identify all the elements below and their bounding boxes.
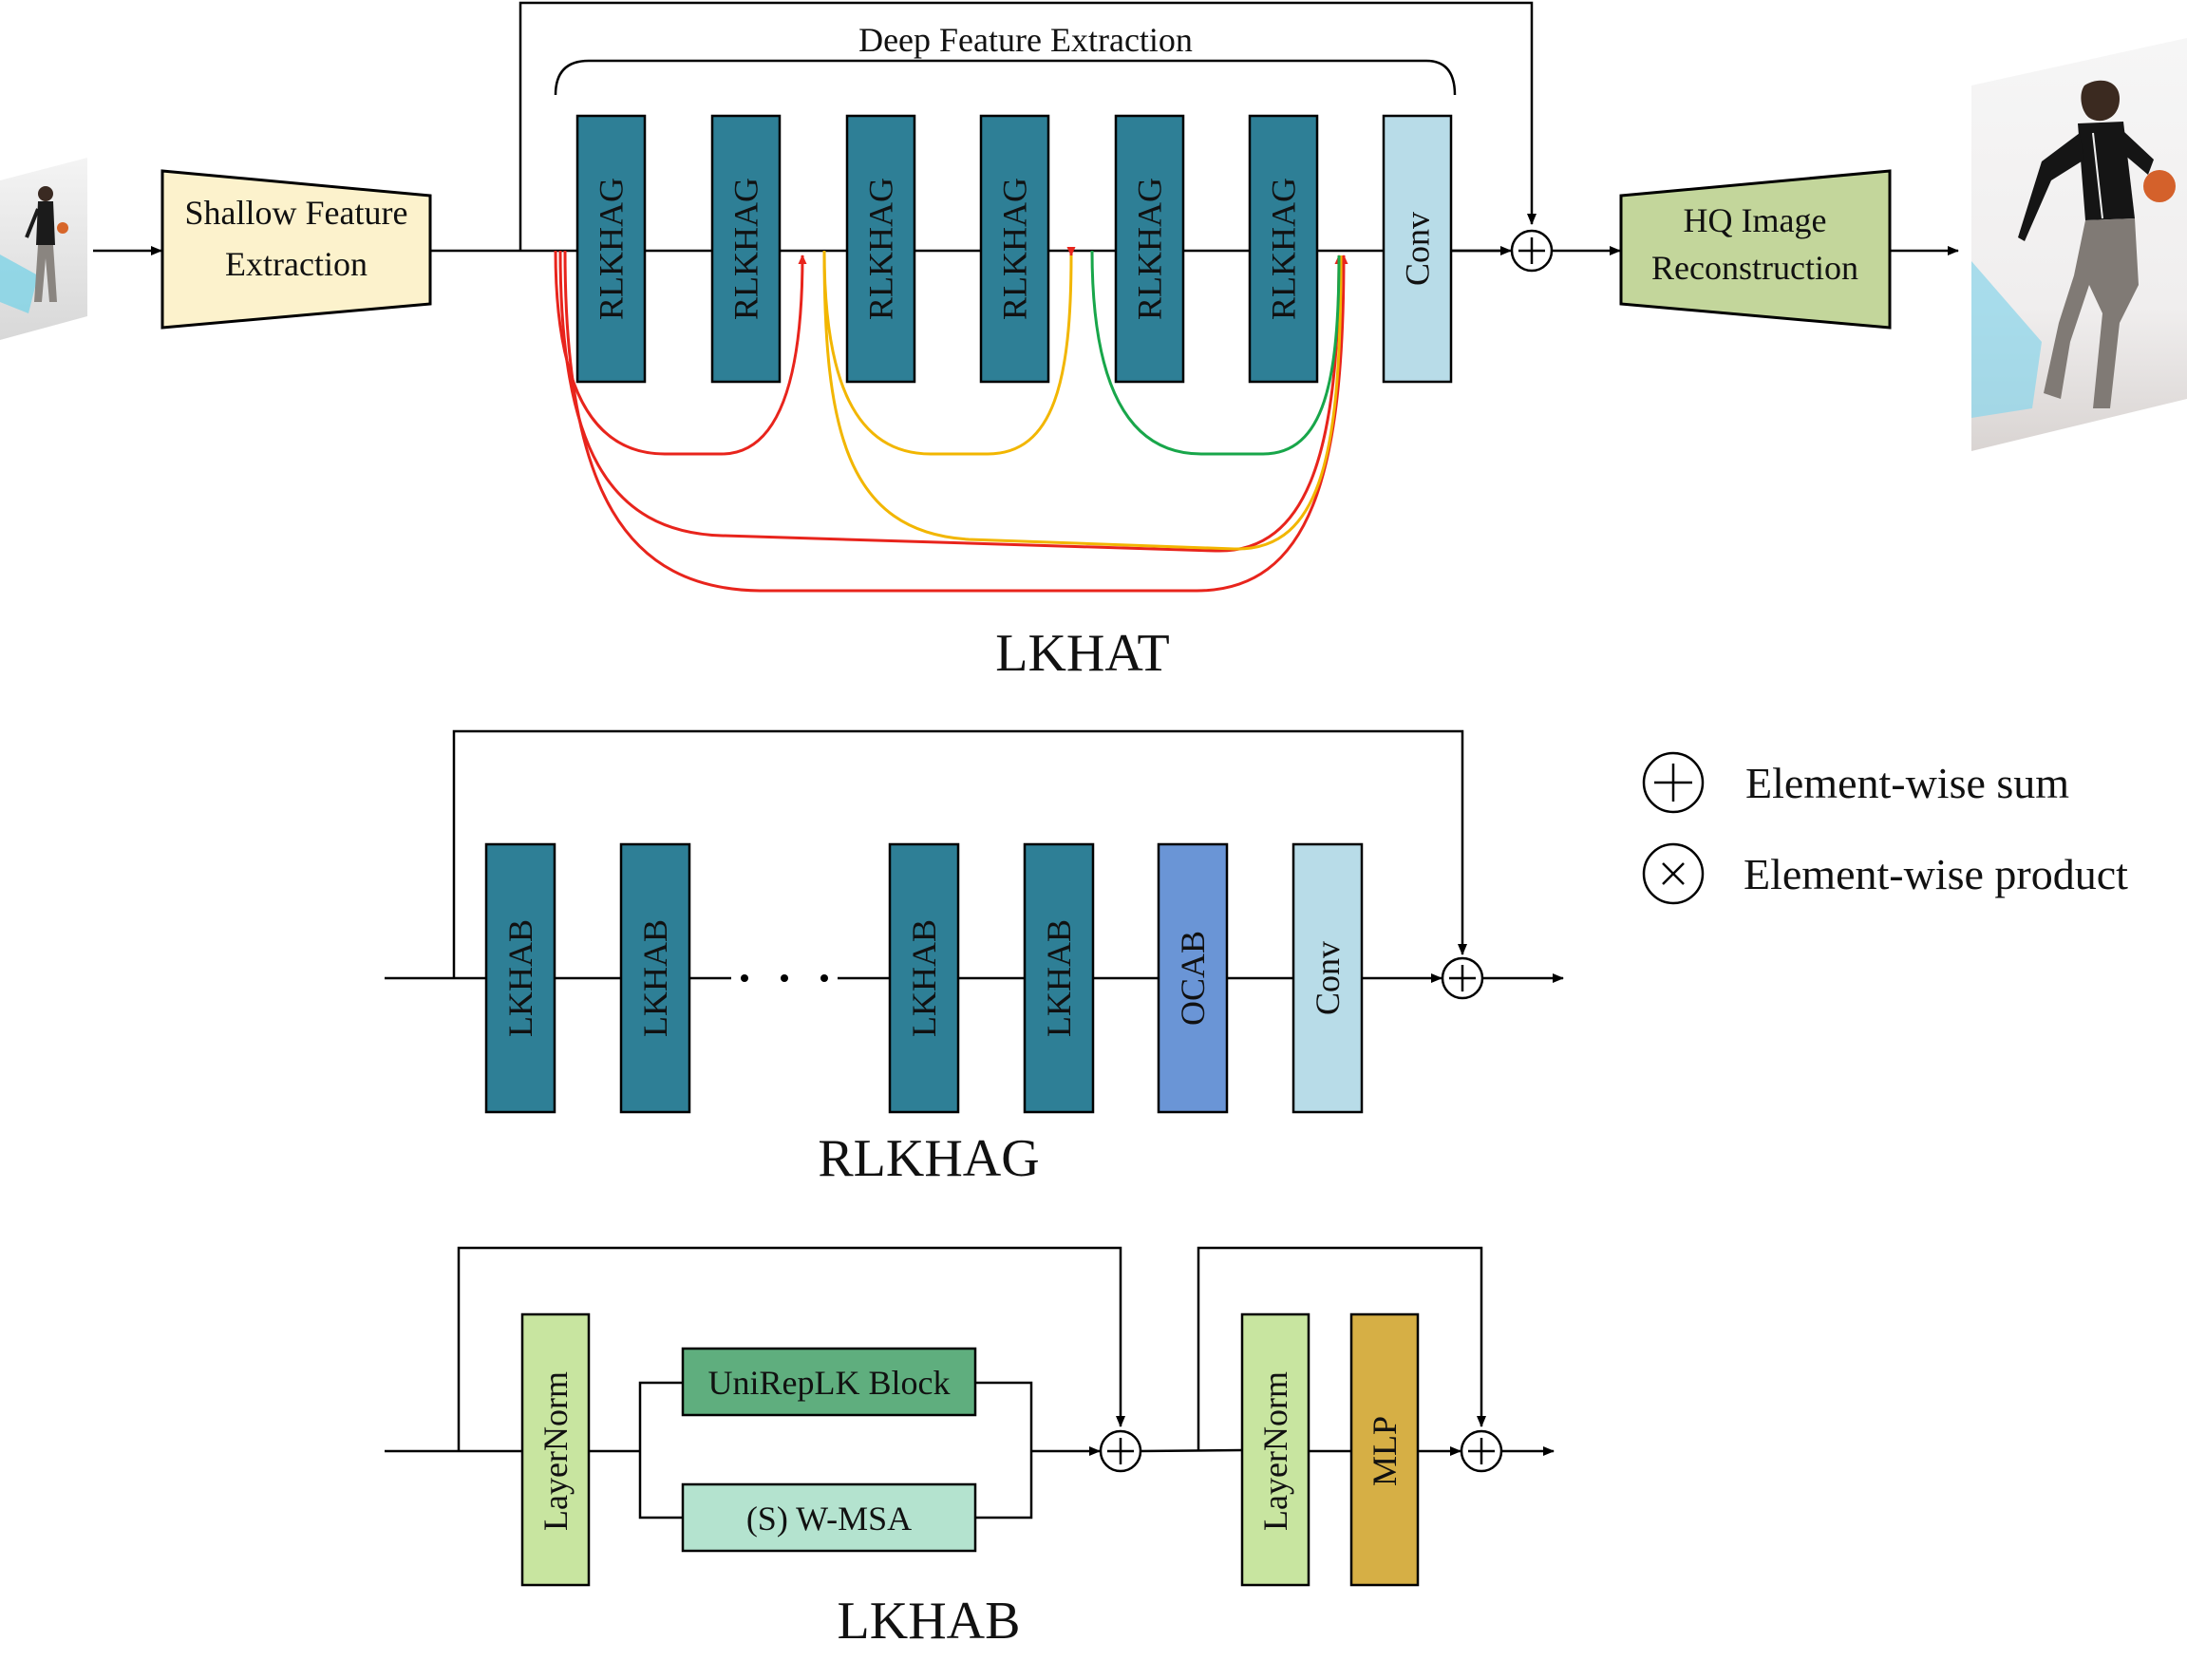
conv-label-middle: Conv	[1309, 941, 1347, 1015]
red-connection-mid	[558, 250, 1344, 553]
sum-node-top	[1451, 229, 1554, 273]
hq-line2: Reconstruction	[1651, 249, 1858, 287]
rlkhag-block-3: RLKHAG	[845, 114, 916, 384]
dense-connections	[554, 247, 1348, 593]
rlkhag-label-1: RLKHAG	[593, 178, 631, 320]
rlkhag-label-5: RLKHAG	[1131, 178, 1169, 320]
deep-feature-brace	[554, 59, 1457, 96]
rlkhag-skip-connection	[452, 729, 1467, 978]
mlp-block: MLP	[1349, 1312, 1420, 1587]
unireplk-block: UniRepLK Block	[681, 1347, 977, 1417]
legend-sum-label: Element-wise sum	[1745, 759, 2069, 807]
lkhat-title: LKHAT	[995, 624, 1170, 683]
lkhab-block-1: LKHAB	[484, 842, 556, 1114]
rlkhag-label-4: RLKHAG	[996, 178, 1034, 320]
rlkhag-label-2: RLKHAG	[727, 178, 765, 320]
rlkhag-label-3: RLKHAG	[862, 178, 900, 320]
element-wise-sum-icon	[1642, 751, 1705, 814]
lkhab-skip-connection-1	[457, 1246, 1125, 1451]
shallow-line2: Extraction	[225, 245, 368, 283]
lkhab-label-2: LKHAB	[636, 919, 674, 1037]
layernorm-block-2: LayerNorm	[1240, 1312, 1310, 1587]
legend: Element-wise sum Element-wise product	[1642, 751, 2128, 905]
rlkhag-block-1: RLKHAG	[575, 114, 647, 384]
lkhab-block-2: LKHAB	[619, 842, 691, 1114]
rlkhag-section: LKHAB LKHAB LKHAB LKHAB OCAB	[385, 729, 1564, 1188]
branch-merge	[975, 1381, 1033, 1520]
wmsa-block: (S) W-MSA	[681, 1482, 977, 1553]
orange-connection-short	[822, 250, 1073, 456]
ocab-block: OCAB	[1157, 842, 1229, 1114]
sum-node-bottom-1	[1099, 1429, 1142, 1473]
red-connection-long	[563, 250, 1348, 593]
sum-node-middle	[1441, 956, 1484, 1000]
rlkhag-block-6: RLKHAG	[1248, 114, 1319, 384]
lkhat-section: Shallow Feature Extraction Deep Feature …	[0, 1, 2187, 683]
global-skip-connection	[518, 1, 1537, 251]
lkhab-label-4: LKHAB	[1040, 919, 1078, 1037]
wmsa-label: (S) W-MSA	[746, 1500, 912, 1538]
shallow-line1: Shallow Feature	[185, 194, 408, 232]
unireplk-label: UniRepLK Block	[708, 1364, 951, 1402]
ellipsis-dots	[741, 974, 828, 982]
layernorm-label-1: LayerNorm	[537, 1371, 575, 1531]
layernorm-label-2: LayerNorm	[1256, 1371, 1294, 1531]
rlkhag-block-5: RLKHAG	[1114, 114, 1185, 384]
lkhab-block-4: LKHAB	[1023, 842, 1095, 1114]
layernorm-block-1: LayerNorm	[520, 1312, 591, 1587]
green-connection	[1090, 250, 1341, 456]
conv-block-top: Conv	[1382, 114, 1453, 384]
lkhab-skip-connection-2	[1197, 1246, 1486, 1450]
shallow-feature-extraction-block: Shallow Feature Extraction	[160, 169, 432, 330]
conv-label-top: Conv	[1399, 212, 1437, 286]
element-wise-product-icon	[1642, 842, 1705, 905]
sum-node-bottom-2	[1460, 1429, 1503, 1473]
rlkhag-label-6: RLKHAG	[1265, 178, 1303, 320]
input-image	[0, 158, 87, 340]
hq-image-reconstruction-block: HQ Image Reconstruction	[1619, 169, 1892, 330]
conv-block-middle: Conv	[1291, 842, 1364, 1114]
rlkhag-title: RLKHAG	[818, 1129, 1039, 1188]
deep-feature-extraction-label: Deep Feature Extraction	[858, 21, 1193, 59]
lkhab-block-3: LKHAB	[888, 842, 960, 1114]
legend-product-label: Element-wise product	[1744, 850, 2128, 898]
lkhab-label-3: LKHAB	[905, 919, 943, 1037]
rlkhag-block-4: RLKHAG	[979, 114, 1050, 384]
lkhab-section: LayerNorm UniRepLK Block (S) W-MSA Layer…	[385, 1246, 1555, 1651]
hq-line1: HQ Image	[1684, 201, 1827, 239]
orange-connection-long	[822, 250, 1343, 551]
branch-split	[638, 1381, 683, 1520]
lkhab-label-1: LKHAB	[501, 919, 539, 1037]
lkhab-title: LKHAB	[838, 1592, 1021, 1651]
ocab-label: OCAB	[1174, 931, 1212, 1026]
output-image	[1971, 38, 2187, 451]
mlp-label: MLP	[1366, 1416, 1404, 1486]
rlkhag-block-2: RLKHAG	[710, 114, 782, 384]
